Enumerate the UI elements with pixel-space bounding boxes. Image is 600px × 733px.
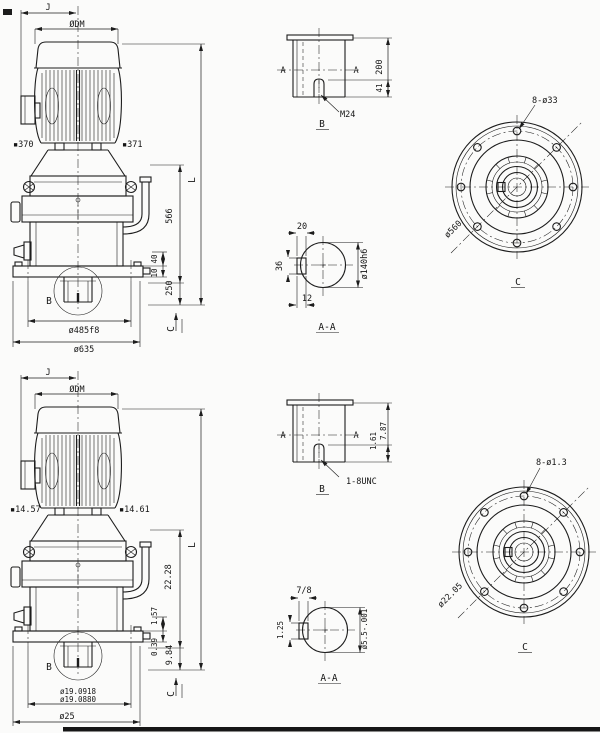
dim-c: 250 [165, 280, 175, 295]
section-label-aa: A-A [320, 673, 337, 684]
thread-callout: 1-8UNC [346, 477, 377, 487]
cut-label-a-left: A [280, 66, 285, 76]
view-c-arrow-label: C [166, 326, 177, 332]
dim-approx-left: ▪370 [13, 140, 33, 150]
dim-outer-dia: ø635 [74, 345, 94, 355]
dim-length: L [187, 542, 198, 548]
dim-shaft-length: 7.87 [379, 422, 388, 440]
dim-a: 1.57 [150, 607, 159, 625]
section-label-b: B [319, 484, 325, 495]
dim-approx-right: ▪14.61 [119, 505, 150, 515]
dim-c: 9.84 [165, 645, 175, 665]
view-label-c: C [522, 642, 528, 653]
detail-b-label: B [46, 662, 52, 673]
page-edge-bar [63, 727, 600, 732]
bottom-assembly-view: J ØDM ▪14.57 ▪14.61 22.28 1.57 0.39 9.84… [10, 368, 205, 726]
bottom-section-aa: 7/8 1.25 ø5.5-.001 A-A [276, 586, 369, 684]
dim-key-width: 20 [297, 222, 307, 232]
dim-spigot-dia: ø485f8 [69, 326, 100, 336]
dim-shaft-dia: ø5.5-.001 [360, 609, 369, 650]
cut-label-a-left: A [280, 431, 285, 441]
view-label-c: C [515, 277, 521, 288]
dim-key-height: 36 [275, 261, 285, 271]
dim-spigot-dia-lower: ø19.0880 [60, 695, 97, 704]
dim-dm: ØDM [69, 384, 84, 395]
dim-key-height: 1.25 [276, 621, 285, 639]
dim-approx-right: ▪371 [122, 140, 142, 150]
dim-bolt-holes: 8-ø33 [532, 96, 558, 106]
dim-j: J [45, 3, 50, 13]
dim-height-main: 566 [165, 208, 175, 223]
dim-key-offset: 12 [302, 294, 312, 304]
dim-j: J [45, 368, 50, 378]
dim-height-main: 22.28 [164, 564, 174, 590]
scan-artifact [3, 9, 12, 15]
view-c-arrow-label: C [166, 691, 177, 697]
bottom-section-b: A A 7.87 1.61 1-8UNC B [277, 393, 392, 495]
dim-thread-length: 1.61 [369, 432, 378, 450]
dim-length: L [187, 177, 198, 183]
top-assembly-view: J ØDM ▪370 ▪371 566 40 10 250 L B ø485f8… [11, 3, 205, 355]
dim-shaft-length: 200 [375, 59, 385, 74]
dim-thread-length: 41 [375, 83, 384, 92]
detail-b-label: B [46, 296, 52, 307]
dim-b: 0.39 [150, 638, 159, 656]
top-section-aa: 20 36 12 ø140h6 A-A [275, 222, 370, 333]
thread-callout: M24 [340, 110, 355, 120]
dim-approx-left: ▪14.57 [10, 505, 41, 515]
dim-spigot-dia-upper: ø19.0918 [60, 687, 97, 696]
dim-dm: ØDM [69, 19, 84, 30]
dim-shaft-dia: ø140h6 [360, 249, 370, 280]
dim-outer-dia: ø25 [59, 712, 74, 722]
section-label-b: B [319, 119, 325, 130]
dim-a: 40 [150, 254, 159, 264]
top-section-b: A A 200 41 M24 B [277, 28, 392, 130]
cut-label-a-right: A [353, 431, 358, 441]
section-label-aa: A-A [318, 322, 335, 333]
cut-label-a-right: A [353, 66, 358, 76]
dim-b: 10 [150, 268, 159, 278]
dim-key-width: 7/8 [296, 586, 311, 596]
dim-bolt-holes: 8-ø1.3 [536, 458, 567, 468]
